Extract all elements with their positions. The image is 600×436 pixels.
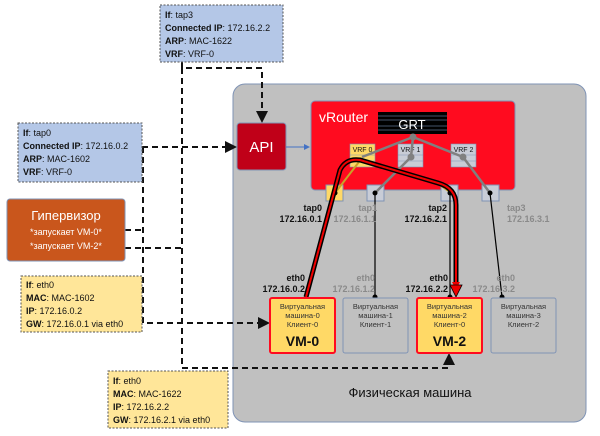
svg-text:tap2: tap2 <box>428 203 447 213</box>
svg-text:Виртуальная: Виртуальная <box>501 302 546 311</box>
svg-text:Клиент-0: Клиент-0 <box>434 320 465 329</box>
svg-text:*запускает VM-2*: *запускает VM-2* <box>30 241 102 251</box>
svg-text:VRF: VRF-0: VRF: VRF-0 <box>23 167 72 177</box>
svg-text:Connected IP: 172.16.2.2: Connected IP: 172.16.2.2 <box>165 23 270 33</box>
svg-text:Клиент-1: Клиент-1 <box>360 320 391 329</box>
svg-text:172.16.3.2: 172.16.3.2 <box>472 284 515 294</box>
svg-text:If: eth0: If: eth0 <box>113 376 141 386</box>
svg-text:eth0: eth0 <box>356 273 375 283</box>
svg-text:машина-3: машина-3 <box>506 311 541 320</box>
vm-0: Виртуальная машина-0 Клиент-0 VM-0 <box>269 297 336 354</box>
svg-text:IP: 172.16.2.2: IP: 172.16.2.2 <box>113 402 169 412</box>
svg-text:Клиент-0: Клиент-0 <box>287 320 318 329</box>
vm-3: Виртуальная машина-3 Клиент-2 <box>490 297 557 354</box>
vm0-info-box: If: eth0 MAC: MAC-1602 IP: 172.16.0.2 GW… <box>20 275 143 333</box>
traffic-path <box>303 157 463 298</box>
dashed-connectors <box>125 62 455 369</box>
hypervisor-box: Гипервизор *запускает VM-0* *запускает V… <box>6 198 126 262</box>
svg-text:172.16.0.1: 172.16.0.1 <box>279 214 322 224</box>
hypervisor-title: Гипервизор <box>31 208 101 223</box>
svg-text:eth0: eth0 <box>496 273 515 283</box>
vm2-info-box: If: eth0 MAC: MAC-1622 IP: 172.16.2.2 GW… <box>107 370 229 429</box>
physical-machine-label: Физическая машина <box>349 385 473 400</box>
svg-text:If: tap0: If: tap0 <box>23 128 51 138</box>
svg-text:tap1: tap1 <box>358 203 377 213</box>
svg-text:Connected IP: 172.16.0.2: Connected IP: 172.16.0.2 <box>23 141 128 151</box>
vrouter-title: vRouter <box>319 109 368 125</box>
api-label: API <box>249 139 273 156</box>
grt-label: GRT <box>398 117 425 132</box>
svg-text:VRF: VRF-0: VRF: VRF-0 <box>165 49 214 59</box>
svg-text:Виртуальная: Виртуальная <box>280 302 325 311</box>
vm-2: Виртуальная машина-2 Клиент-0 VM-2 <box>416 297 483 354</box>
api-block: API <box>236 122 310 171</box>
svg-text:IP: 172.16.0.2: IP: 172.16.0.2 <box>26 306 82 316</box>
svg-text:машина-0: машина-0 <box>285 311 320 320</box>
svg-text:172.16.0.2: 172.16.0.2 <box>262 284 305 294</box>
svg-text:GW: 172.16.2.1 via eth0: GW: 172.16.2.1 via eth0 <box>113 415 210 425</box>
tap3-info-box: If: tap3 Connected IP: 172.16.2.2 ARP: M… <box>159 4 284 63</box>
svg-text:tap3: tap3 <box>507 203 526 213</box>
svg-text:Виртуальная: Виртуальная <box>353 302 398 311</box>
svg-text:машина-2: машина-2 <box>432 311 467 320</box>
vm-2-label: VM-2 <box>433 333 467 349</box>
grt-table: GRT <box>378 112 447 134</box>
svg-text:Клиент-2: Клиент-2 <box>508 320 539 329</box>
svg-text:172.16.3.1: 172.16.3.1 <box>507 214 550 224</box>
vm-eth-labels: eth0 172.16.0.2 eth0 172.16.1.2 eth0 172… <box>262 273 515 294</box>
tap0-info-box: If: tap0 Connected IP: 172.16.0.2 ARP: M… <box>17 122 143 183</box>
svg-text:машина-1: машина-1 <box>358 311 393 320</box>
svg-text:172.16.1.2: 172.16.1.2 <box>332 284 375 294</box>
svg-text:MAC: MAC-1602: MAC: MAC-1602 <box>26 293 95 303</box>
svg-text:ARP: MAC-1602: ARP: MAC-1602 <box>23 154 90 164</box>
svg-text:tap0: tap0 <box>303 203 322 213</box>
svg-text:eth0: eth0 <box>286 273 305 283</box>
svg-text:172.16.1.1: 172.16.1.1 <box>333 214 376 224</box>
svg-text:If: tap3: If: tap3 <box>165 10 193 20</box>
tap-labels: tap0 172.16.0.1 tap1 172.16.1.1 tap2 172… <box>279 203 549 224</box>
vm-0-label: VM-0 <box>286 333 320 349</box>
svg-text:Виртуальная: Виртуальная <box>427 302 472 311</box>
svg-text:GW: 172.16.0.1 via eth0: GW: 172.16.0.1 via eth0 <box>26 319 123 329</box>
svg-text:172.16.2.1: 172.16.2.1 <box>404 214 447 224</box>
svg-text:If: eth0: If: eth0 <box>26 280 54 290</box>
svg-text:eth0: eth0 <box>429 273 448 283</box>
svg-text:VRF 0: VRF 0 <box>353 147 373 154</box>
vm-1: Виртуальная машина-1 Клиент-1 <box>342 297 409 354</box>
svg-text:ARP: MAC-1622: ARP: MAC-1622 <box>165 36 232 46</box>
svg-text:MAC: MAC-1622: MAC: MAC-1622 <box>113 389 182 399</box>
svg-text:172.16.2.2: 172.16.2.2 <box>405 284 448 294</box>
svg-text:*запускает VM-0*: *запускает VM-0* <box>30 227 102 237</box>
vrouter: vRouter GRT VRF 0 VRF 1 VRF 2 <box>310 100 516 202</box>
svg-text:VRF 2: VRF 2 <box>454 147 474 154</box>
